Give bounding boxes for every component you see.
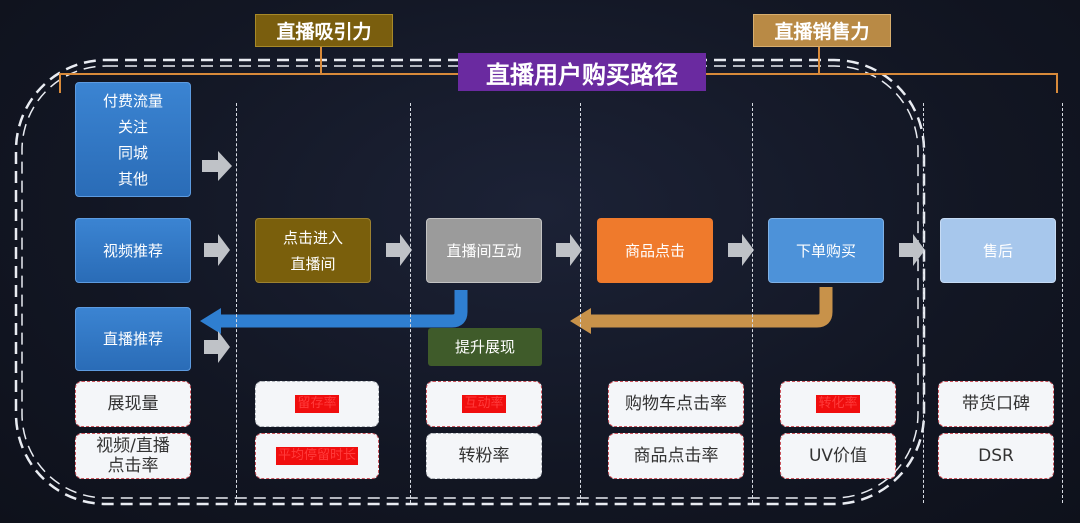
metric-reputation: 带货口碑 <box>938 381 1054 427</box>
metric-retention: 留存率 <box>255 381 379 427</box>
same-city-label: 同城 <box>117 143 148 162</box>
metric-product-click-rate: 商品点击率 <box>608 433 744 479</box>
live-interaction-box: 直播间互动 <box>426 218 542 283</box>
metric-click-rate-line2: 点击率 <box>107 456 159 476</box>
metric-follow-rate: 转粉率 <box>426 433 542 479</box>
metric-retention-text: 留存率 <box>295 395 339 413</box>
separator-5 <box>923 103 924 503</box>
follow-label: 关注 <box>117 117 148 136</box>
metric-avg-stay-text: 平均停留时长 <box>275 447 358 465</box>
attraction-tag: 直播吸引力 <box>255 14 393 47</box>
boost-exposure-box: 提升展现 <box>428 328 542 366</box>
metric-avg-stay: 平均停留时长 <box>255 433 379 479</box>
metric-interaction-rate: 互动率 <box>426 381 542 427</box>
separator-4 <box>752 103 753 503</box>
paid-traffic-label: 付费流量 <box>102 91 163 110</box>
metric-click-rate-line1: 视频/直播 <box>96 436 170 456</box>
live-recommend-box: 直播推荐 <box>75 307 191 371</box>
separator-3 <box>580 103 581 503</box>
after-sales-box: 售后 <box>940 218 1056 283</box>
separator-6 <box>1062 103 1063 503</box>
separator-2 <box>410 103 411 503</box>
separator-1 <box>236 103 237 503</box>
metric-cart-click-rate: 购物车点击率 <box>608 381 744 427</box>
enter-live-room-box: 点击进入 直播间 <box>255 218 371 283</box>
video-recommend-box: 视频推荐 <box>75 218 191 283</box>
metric-exposure: 展现量 <box>75 381 191 427</box>
sales-tag: 直播销售力 <box>753 14 891 47</box>
purchase-box: 下单购买 <box>768 218 884 283</box>
other-label: 其他 <box>117 169 148 188</box>
metric-interaction-rate-text: 互动率 <box>462 395 506 413</box>
enter-label-line2: 直播间 <box>290 254 336 273</box>
metric-dsr: DSR <box>938 433 1054 479</box>
main-title: 直播用户购买路径 <box>458 53 706 91</box>
product-click-box: 商品点击 <box>597 218 713 283</box>
metric-click-rate: 视频/直播 点击率 <box>75 433 191 479</box>
metric-conversion-rate: 转化率 <box>780 381 896 427</box>
paid-traffic-group: 付费流量 关注 同城 其他 <box>75 82 191 197</box>
metric-conversion-rate-text: 转化率 <box>816 395 860 413</box>
metric-uv-value: UV价值 <box>780 433 896 479</box>
enter-label-line1: 点击进入 <box>282 228 343 247</box>
